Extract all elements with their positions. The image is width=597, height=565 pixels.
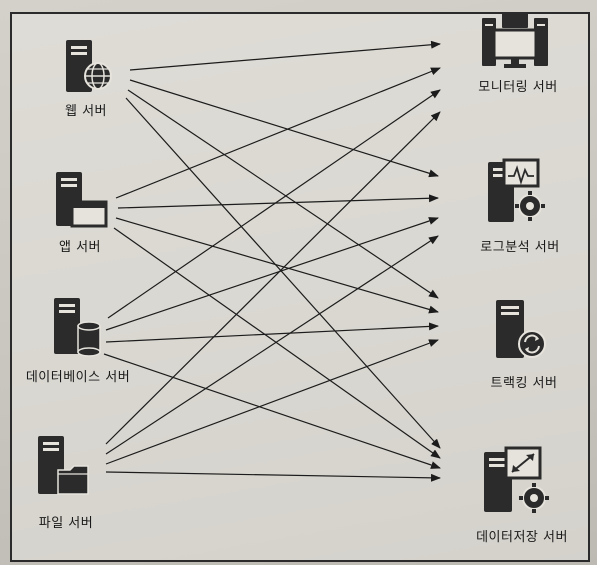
arrow-file-to-log [105, 235, 439, 455]
arrow-file-to-store [105, 471, 441, 482]
tracking-server-label: 트랙킹 서버 [490, 376, 558, 391]
arrow-web-to-track [127, 89, 439, 299]
arrow-app-to-log [117, 194, 439, 209]
web-server-label: 웹 서버 [64, 104, 108, 119]
monitoring-server-label: 모니터링 서버 [478, 80, 558, 95]
tracking-server-icon [496, 300, 546, 358]
monitoring-server-icon [482, 12, 548, 68]
data-storage-server-icon [484, 446, 549, 513]
arrow-app-to-track [115, 217, 439, 314]
arrow-file-to-track [105, 339, 439, 465]
arrow-db-to-monitor [107, 89, 441, 319]
app-server-label: 앱 서버 [58, 240, 102, 255]
arrow-db-to-log [105, 217, 439, 331]
arrow-web-to-log [129, 79, 439, 178]
app-server-window-icon [56, 172, 108, 228]
file-server-folder-icon [38, 436, 89, 495]
database-server-label: 데이터베이스 서버 [25, 370, 131, 385]
data-storage-server-label: 데이터저장 서버 [476, 530, 568, 545]
arrow-db-to-store [103, 353, 441, 469]
database-server-cylinder-icon [54, 298, 101, 357]
log-analysis-server-label: 로그분석 서버 [480, 240, 560, 255]
arrow-app-to-monitor [115, 67, 441, 199]
arrow-web-to-monitor [129, 40, 441, 71]
log-analysis-server-icon [488, 158, 545, 222]
arrow-app-to-store [113, 227, 441, 459]
file-server-label: 파일 서버 [38, 516, 94, 531]
arrow-web-to-store [125, 97, 441, 449]
web-server-globe-icon [66, 40, 112, 92]
arrow-db-to-track [105, 322, 439, 343]
arrow-file-to-monitor [105, 111, 441, 445]
